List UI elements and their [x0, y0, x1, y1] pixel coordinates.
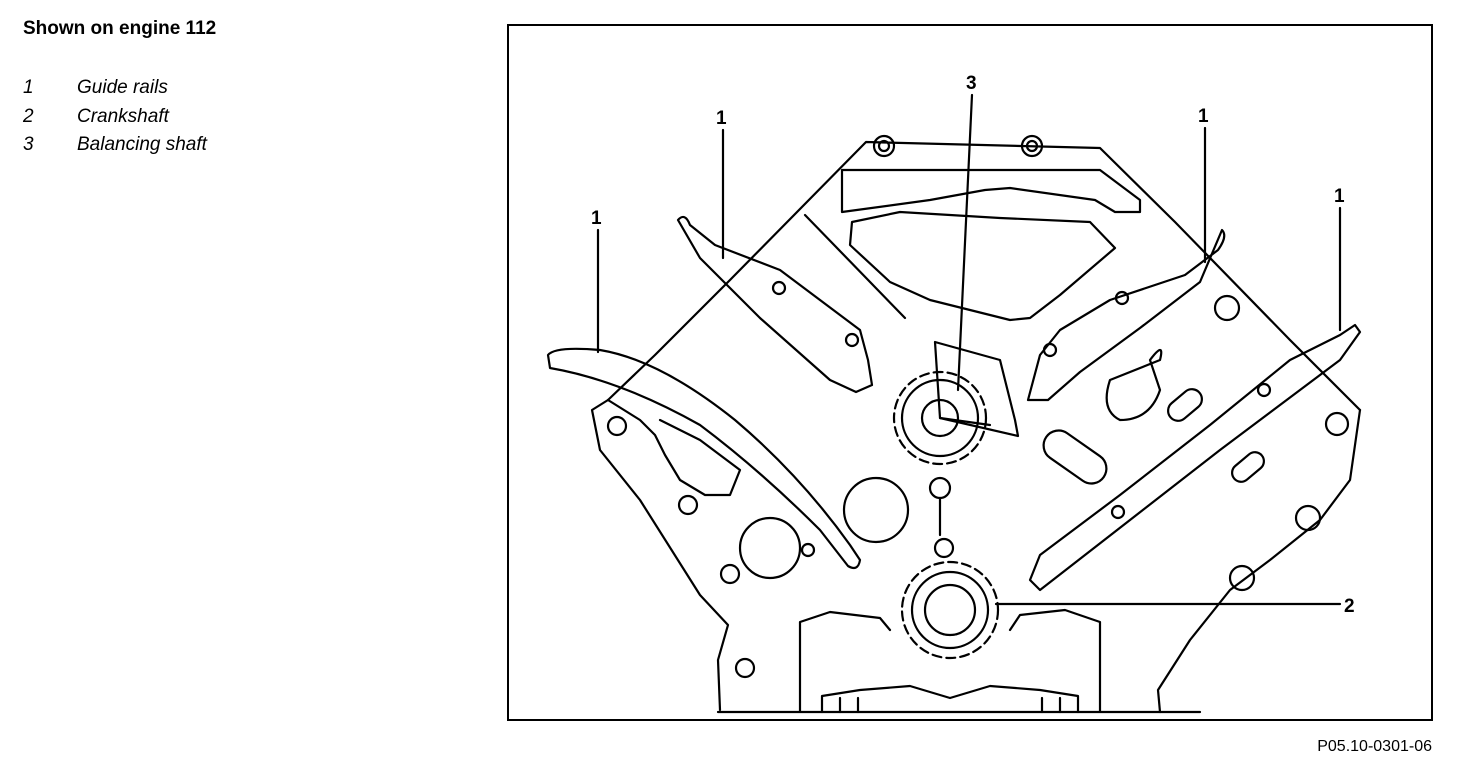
guide-rail-upper-right: [1026, 228, 1226, 402]
figure-reference: P05.10-0301-06: [1317, 738, 1432, 755]
hole: [677, 494, 699, 516]
hole: [1324, 411, 1350, 437]
leader-line: [956, 93, 974, 392]
rail-bolt: [800, 542, 816, 558]
guide-rail-left-curved: [546, 347, 862, 570]
callout-guide-rail-b: 1: [716, 108, 727, 129]
rail-bolt: [1042, 342, 1058, 358]
top-cover-opening: [848, 210, 1117, 322]
bolt-top-left-inner: [877, 139, 891, 153]
top-cover: [840, 168, 1142, 214]
keyhole-slot: [1105, 348, 1163, 422]
small-slot: [1231, 451, 1265, 483]
legend-number: 3: [23, 134, 34, 156]
hole: [1228, 564, 1256, 592]
crankcase-bottom: [716, 608, 1202, 714]
bore-lower-left: [738, 516, 802, 580]
bolt-top-right-inner: [1025, 139, 1039, 153]
legend-item: 3 Balancing shaft: [23, 131, 207, 160]
hole: [734, 657, 756, 679]
crankshaft-sprocket: [900, 560, 1000, 660]
bore-left: [842, 476, 910, 544]
rail-bolt: [1114, 290, 1130, 306]
rail-bolt: [844, 332, 860, 348]
guide-rail-upper-left: [676, 215, 874, 394]
idler-small: [928, 476, 952, 500]
legend-label: Balancing shaft: [77, 134, 207, 156]
bolt-top-right: [1020, 134, 1044, 158]
block-diagonal: [803, 213, 907, 320]
legend-number: 1: [23, 77, 34, 99]
page-heading: Shown on engine 112: [23, 18, 217, 39]
callout-balancing-shaft: 3: [966, 73, 977, 94]
left-flange: [606, 398, 742, 497]
legend-list: 1 Guide rails 2 Crankshaft 3 Balancing s…: [23, 74, 207, 160]
legend-number: 2: [23, 105, 34, 127]
small-slot: [1167, 388, 1203, 422]
engine-block-outline: [590, 140, 1362, 712]
callout-guide-rail-c: 1: [1198, 106, 1209, 127]
diagram-frame: [507, 24, 1433, 721]
hole: [1294, 504, 1322, 532]
callout-crankshaft: 2: [1344, 596, 1355, 617]
bolt-top-left: [872, 134, 896, 158]
legend-label: Crankshaft: [77, 105, 169, 127]
oval-slot: [1042, 429, 1108, 485]
idler-small: [933, 537, 955, 559]
block-lower-right: [1156, 408, 1362, 714]
legend-label: Guide rails: [77, 77, 168, 99]
rail-bolt: [1256, 382, 1272, 398]
legend-item: 2 Crankshaft: [23, 103, 207, 132]
callout-guide-rail-d: 1: [1334, 186, 1345, 207]
hole: [719, 563, 741, 585]
rail-bolt: [771, 280, 787, 296]
hole: [1213, 294, 1241, 322]
balancing-shaft-sprocket: [892, 340, 1020, 466]
guide-rail-right-straight: [1028, 323, 1362, 592]
hole: [606, 415, 628, 437]
rail-bolt: [1110, 504, 1126, 520]
legend-item: 1 Guide rails: [23, 74, 207, 103]
bottom-bearing-cap: [820, 684, 1080, 714]
callout-guide-rail-a: 1: [591, 208, 602, 229]
